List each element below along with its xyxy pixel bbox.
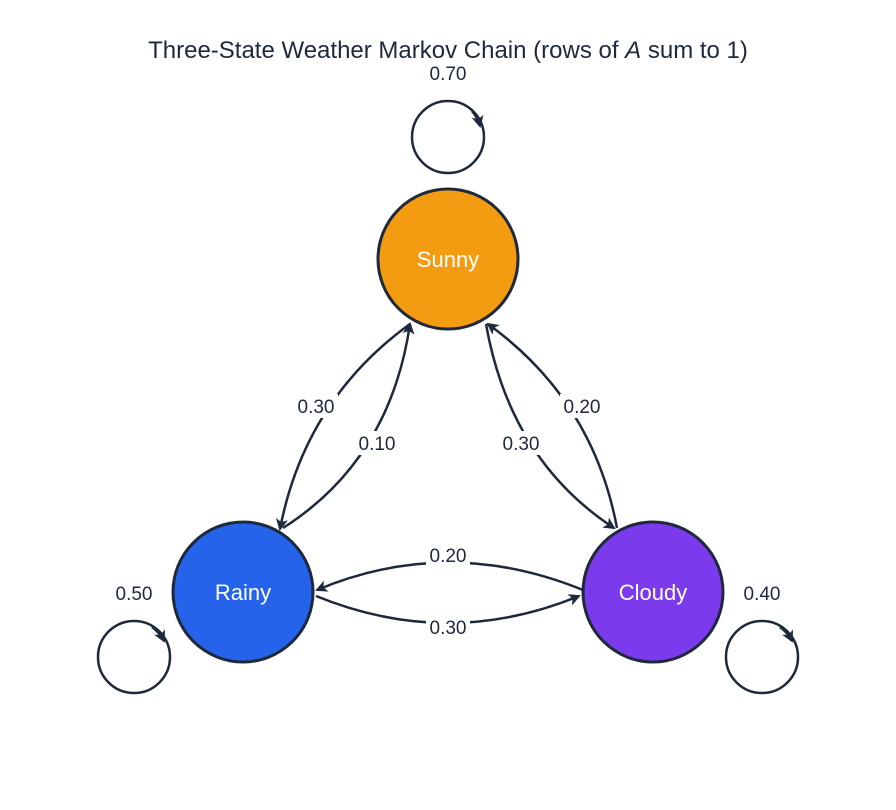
edge-sunny-to-rainy [276,322,411,531]
edge-label-rainy-sunny: 0.10 [359,434,396,455]
self-loop-rainy-arrowhead [151,626,166,643]
state-label-cloudy: Cloudy [619,580,687,605]
edge-label-bg-sunny-rainy [294,394,338,418]
edge-label-sunny-rainy: 0.30 [298,397,335,418]
state-node-cloudy-circle [581,520,725,664]
edge-label-bg-sunny-cloudy [499,431,543,455]
self-loop-sunny [410,99,486,175]
self-loop-sunny-arrowhead [471,110,484,128]
diagram-title: Three-State Weather Markov Chain (rows o… [148,37,748,64]
title-text-before: Three-State Weather Markov Chain (rows o… [148,37,625,64]
edge-rainy-to-sunny [282,322,415,530]
state-label-sunny: Sunny [417,247,479,272]
edge-label-cloudy-rainy: 0.20 [430,546,467,567]
state-label-rainy: Rainy [215,580,271,605]
state-node-rainy: Rainy [171,520,315,664]
title-matrix-symbol: A [623,37,641,64]
state-node-rainy-circle [171,520,315,664]
edge-label-sunny-cloudy: 0.30 [503,434,540,455]
edge-label-sunny-sunny: 0.70 [430,64,467,85]
state-node-cloudy: Cloudy [581,520,725,664]
edge-sunny-to-cloudy [484,323,616,530]
edge-label-bg-rainy-sunny [355,431,399,455]
edge-label-cloudy-cloudy: 0.40 [744,584,781,605]
edge-label-rainy-rainy: 0.50 [116,584,153,605]
edge-label-bg-cloudy-sunny [560,394,604,418]
edge-cloudy-to-sunny [486,322,619,529]
edge-label-rainy-cloudy: 0.30 [430,618,467,639]
self-loop-cloudy [724,619,800,695]
edge-label-cloudy-sunny: 0.20 [564,397,601,418]
state-node-sunny-circle [376,187,520,331]
self-loop-rainy [96,619,172,695]
state-node-sunny: Sunny [376,187,520,331]
edge-label-bg-rainy-cloudy [426,615,470,639]
self-loop-cloudy-arrowhead [779,626,794,643]
edge-label-bg-cloudy-rainy [426,543,470,567]
title-text-after: sum to 1) [641,37,748,64]
